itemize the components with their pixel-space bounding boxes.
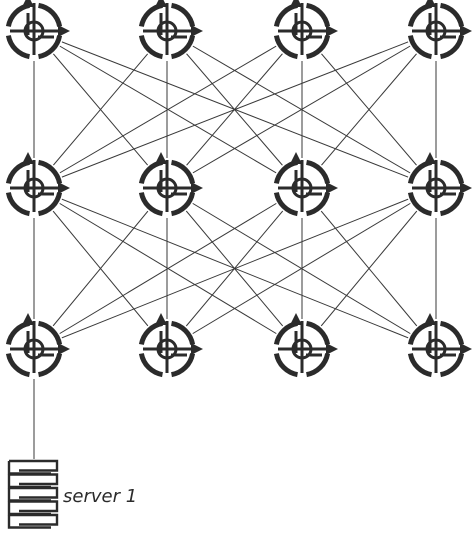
link-r1c1-r2c0 — [33, 187, 168, 350]
router-icon-r2c1 — [137, 313, 203, 379]
router-icon-r0c3 — [406, 0, 472, 61]
router-icon-r1c0 — [4, 152, 70, 218]
router-icon-r2c2 — [272, 313, 338, 379]
link-r0c3-r1c0 — [33, 30, 437, 189]
router-icon-r1c1 — [137, 152, 203, 218]
server-rack-icon — [7, 459, 59, 531]
nodes-layer — [4, 0, 472, 379]
link-r1c3-r2c2 — [301, 187, 437, 350]
link-r0c2-r1c0 — [33, 30, 303, 189]
link-r1c2-r2c0 — [33, 187, 303, 350]
links-layer — [33, 30, 437, 460]
router-icon-r2c0 — [4, 313, 70, 379]
link-r0c3-r1c2 — [301, 30, 437, 189]
rack-unit-5 — [7, 513, 59, 529]
router-icon-r0c1 — [137, 0, 203, 61]
router-icon-r2c3 — [406, 313, 472, 379]
router-icon-r0c0 — [4, 0, 70, 61]
server-node: server 1 — [7, 459, 137, 531]
router-icon-r0c2 — [272, 0, 338, 61]
link-r0c1-r1c0 — [33, 30, 168, 189]
link-r1c3-r2c0 — [33, 187, 437, 350]
router-icon-r1c3 — [406, 152, 472, 218]
link-r1c3-r2c1 — [166, 187, 437, 350]
router-icon-r1c2 — [272, 152, 338, 218]
link-r0c3-r1c1 — [166, 30, 437, 189]
server-label: server 1 — [63, 486, 137, 507]
